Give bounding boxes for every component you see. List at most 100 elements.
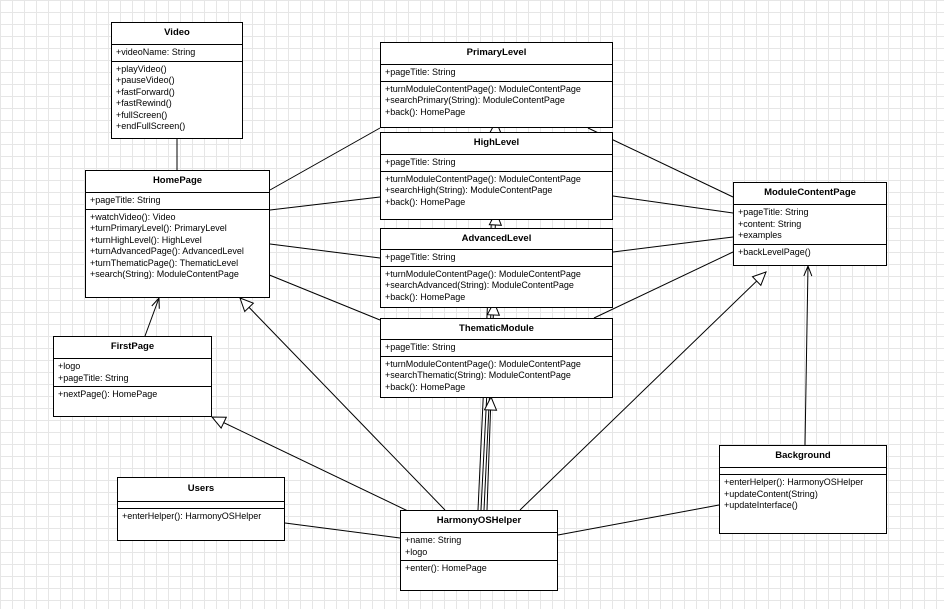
- method: +turnModuleContentPage(): ModuleContentP…: [385, 358, 581, 369]
- class-highlevel[interactable]: HighLevel +pageTitle: String +turnModule…: [380, 132, 613, 220]
- method: +turnPrimaryLevel(): PrimaryLevel: [90, 223, 227, 233]
- link-background-module: [805, 266, 808, 446]
- method: +nextPage(): HomePage: [58, 389, 158, 399]
- attributes-section: +pageTitle: String +content: String +exa…: [734, 204, 886, 244]
- methods-section: +watchVideo(): Video +turnPrimaryLevel()…: [86, 208, 269, 283]
- link-homepage-high: [269, 196, 381, 211]
- class-homepage[interactable]: HomePage +pageTitle: String +watchVideo(…: [85, 170, 270, 298]
- methods-section: +turnModuleContentPage(): ModuleContentP…: [381, 265, 612, 306]
- methods-section: +turnModuleContentPage(): ModuleContentP…: [381, 355, 612, 396]
- attribute: +pageTitle: String: [385, 157, 456, 167]
- method: +updateContent(String): [724, 488, 818, 499]
- method: +fullScreen(): [116, 109, 168, 120]
- class-name: ModuleContentPage: [764, 187, 856, 198]
- method: +enter(): HomePage: [405, 563, 487, 573]
- link-homepage-thematic: [261, 271, 381, 321]
- link-background-helper: [557, 504, 720, 536]
- class-thematicmodule[interactable]: ThematicModule +pageTitle: String +turnM…: [380, 318, 613, 398]
- attributes-section: +pageTitle: String: [381, 64, 612, 81]
- class-primarylevel[interactable]: PrimaryLevel +pageTitle: String +turnMod…: [380, 42, 613, 128]
- link-homepage-advanced: [269, 243, 381, 259]
- class-modulecontentpage[interactable]: ModuleContentPage +pageTitle: String +co…: [733, 182, 887, 266]
- methods-section: +playVideo() +pauseVideo() +fastForward(…: [112, 60, 242, 135]
- attributes-section: +name: String +logo: [401, 532, 557, 560]
- attributes-section: +pageTitle: String: [381, 154, 612, 171]
- method: +playVideo(): [116, 63, 167, 74]
- method: +turnThematicPage(): ThematicLevel: [90, 257, 239, 268]
- attribute: +pageTitle: String: [58, 372, 129, 383]
- class-name: Video: [164, 27, 190, 38]
- methods-section: +enterHelper(): HarmonyOSHelper: [118, 508, 284, 525]
- method: +backLevelPage(): [738, 246, 811, 257]
- class-users[interactable]: Users +enterHelper(): HarmonyOSHelper: [117, 477, 285, 541]
- method: +back(): HomePage: [385, 196, 466, 207]
- attribute: +logo: [58, 361, 81, 371]
- link-high-module: [612, 195, 734, 214]
- method: +turnModuleContentPage(): ModuleContentP…: [385, 173, 581, 184]
- class-name: ThematicModule: [459, 323, 534, 334]
- link-firstpage-homepage: [144, 298, 159, 337]
- attribute: +examples: [738, 230, 782, 240]
- method: +searchAdvanced(String): ModuleContentPa…: [385, 280, 574, 290]
- attributes-section: +videoName: String: [112, 44, 242, 61]
- attribute: +content: String: [738, 218, 802, 229]
- link-helper-homepage: [239, 297, 446, 511]
- attributes-section: +pageTitle: String: [381, 249, 612, 266]
- method: +search(String): ModuleContentPage: [90, 269, 239, 279]
- class-firstpage[interactable]: FirstPage +logo +pageTitle: String +next…: [53, 336, 212, 417]
- attribute: +pageTitle: String: [738, 207, 809, 217]
- method: +turnModuleContentPage(): ModuleContentP…: [385, 83, 581, 94]
- link-users-helper: [284, 522, 401, 539]
- class-harmonyoshelper[interactable]: HarmonyOSHelper +name: String +logo +ent…: [400, 510, 558, 591]
- class-name: HighLevel: [473, 137, 520, 148]
- attribute: +videoName: String: [116, 47, 196, 57]
- link-homepage-primary: [269, 127, 381, 191]
- class-name: FirstPage: [110, 341, 155, 352]
- link-helper-module: [519, 271, 767, 511]
- method: +fastForward(): [116, 86, 175, 97]
- method: +turnHighLevel(): HighLevel: [90, 234, 202, 245]
- class-video[interactable]: Video +videoName: String +playVideo() +p…: [111, 22, 243, 139]
- attribute: +pageTitle: String: [385, 252, 456, 262]
- method: +turnAdvancedPage(): AdvancedLevel: [90, 246, 244, 256]
- method: +back(): HomePage: [385, 291, 466, 302]
- attribute: +pageTitle: String: [385, 342, 456, 352]
- methods-section: +backLevelPage(): [734, 243, 886, 261]
- link-advanced-module: [612, 236, 734, 253]
- method: +endFullScreen(): [116, 121, 186, 131]
- attributes-section: +pageTitle: String: [381, 339, 612, 356]
- attribute: +pageTitle: String: [385, 67, 456, 77]
- attribute: +pageTitle: String: [90, 195, 161, 205]
- attributes-section: [118, 501, 284, 508]
- class-name: AdvancedLevel: [461, 233, 532, 244]
- class-name: HomePage: [152, 175, 203, 186]
- methods-section: +enter(): HomePage: [401, 560, 557, 577]
- class-name: PrimaryLevel: [466, 47, 527, 58]
- methods-section: +enterHelper(): HarmonyOSHelper +updateC…: [720, 474, 886, 514]
- method: +searchHigh(String): ModuleContentPage: [385, 185, 553, 195]
- class-name: Background: [775, 450, 831, 461]
- attributes-section: +logo +pageTitle: String: [54, 358, 211, 386]
- method: +enterHelper(): HarmonyOSHelper: [122, 511, 262, 521]
- method: +back(): HomePage: [385, 106, 466, 117]
- methods-section: +turnModuleContentPage(): ModuleContentP…: [381, 80, 612, 121]
- method: +back(): HomePage: [385, 381, 466, 392]
- attributes-section: [720, 467, 886, 474]
- method: +searchThematic(String): ModuleContentPa…: [385, 370, 571, 380]
- methods-section: +turnModuleContentPage(): ModuleContentP…: [381, 170, 612, 211]
- method: +fastRewind(): [116, 98, 172, 108]
- class-name: HarmonyOSHelper: [436, 515, 522, 526]
- link-helper-firstpage: [210, 416, 411, 513]
- methods-section: +nextPage(): HomePage: [54, 386, 211, 403]
- class-name: Users: [187, 483, 215, 494]
- method: +turnModuleContentPage(): ModuleContentP…: [385, 268, 581, 279]
- class-background[interactable]: Background +enterHelper(): HarmonyOSHelp…: [719, 445, 887, 534]
- method: +pauseVideo(): [116, 75, 175, 85]
- class-advancedlevel[interactable]: AdvancedLevel +pageTitle: String +turnMo…: [380, 228, 613, 308]
- attributes-section: +pageTitle: String: [86, 192, 269, 209]
- link-helper-thematic: [483, 395, 498, 511]
- method: +updateInterface(): [724, 500, 798, 510]
- method: +watchVideo(): Video: [90, 211, 176, 222]
- attribute: +logo: [405, 546, 428, 557]
- method: +searchPrimary(String): ModuleContentPag…: [385, 95, 565, 105]
